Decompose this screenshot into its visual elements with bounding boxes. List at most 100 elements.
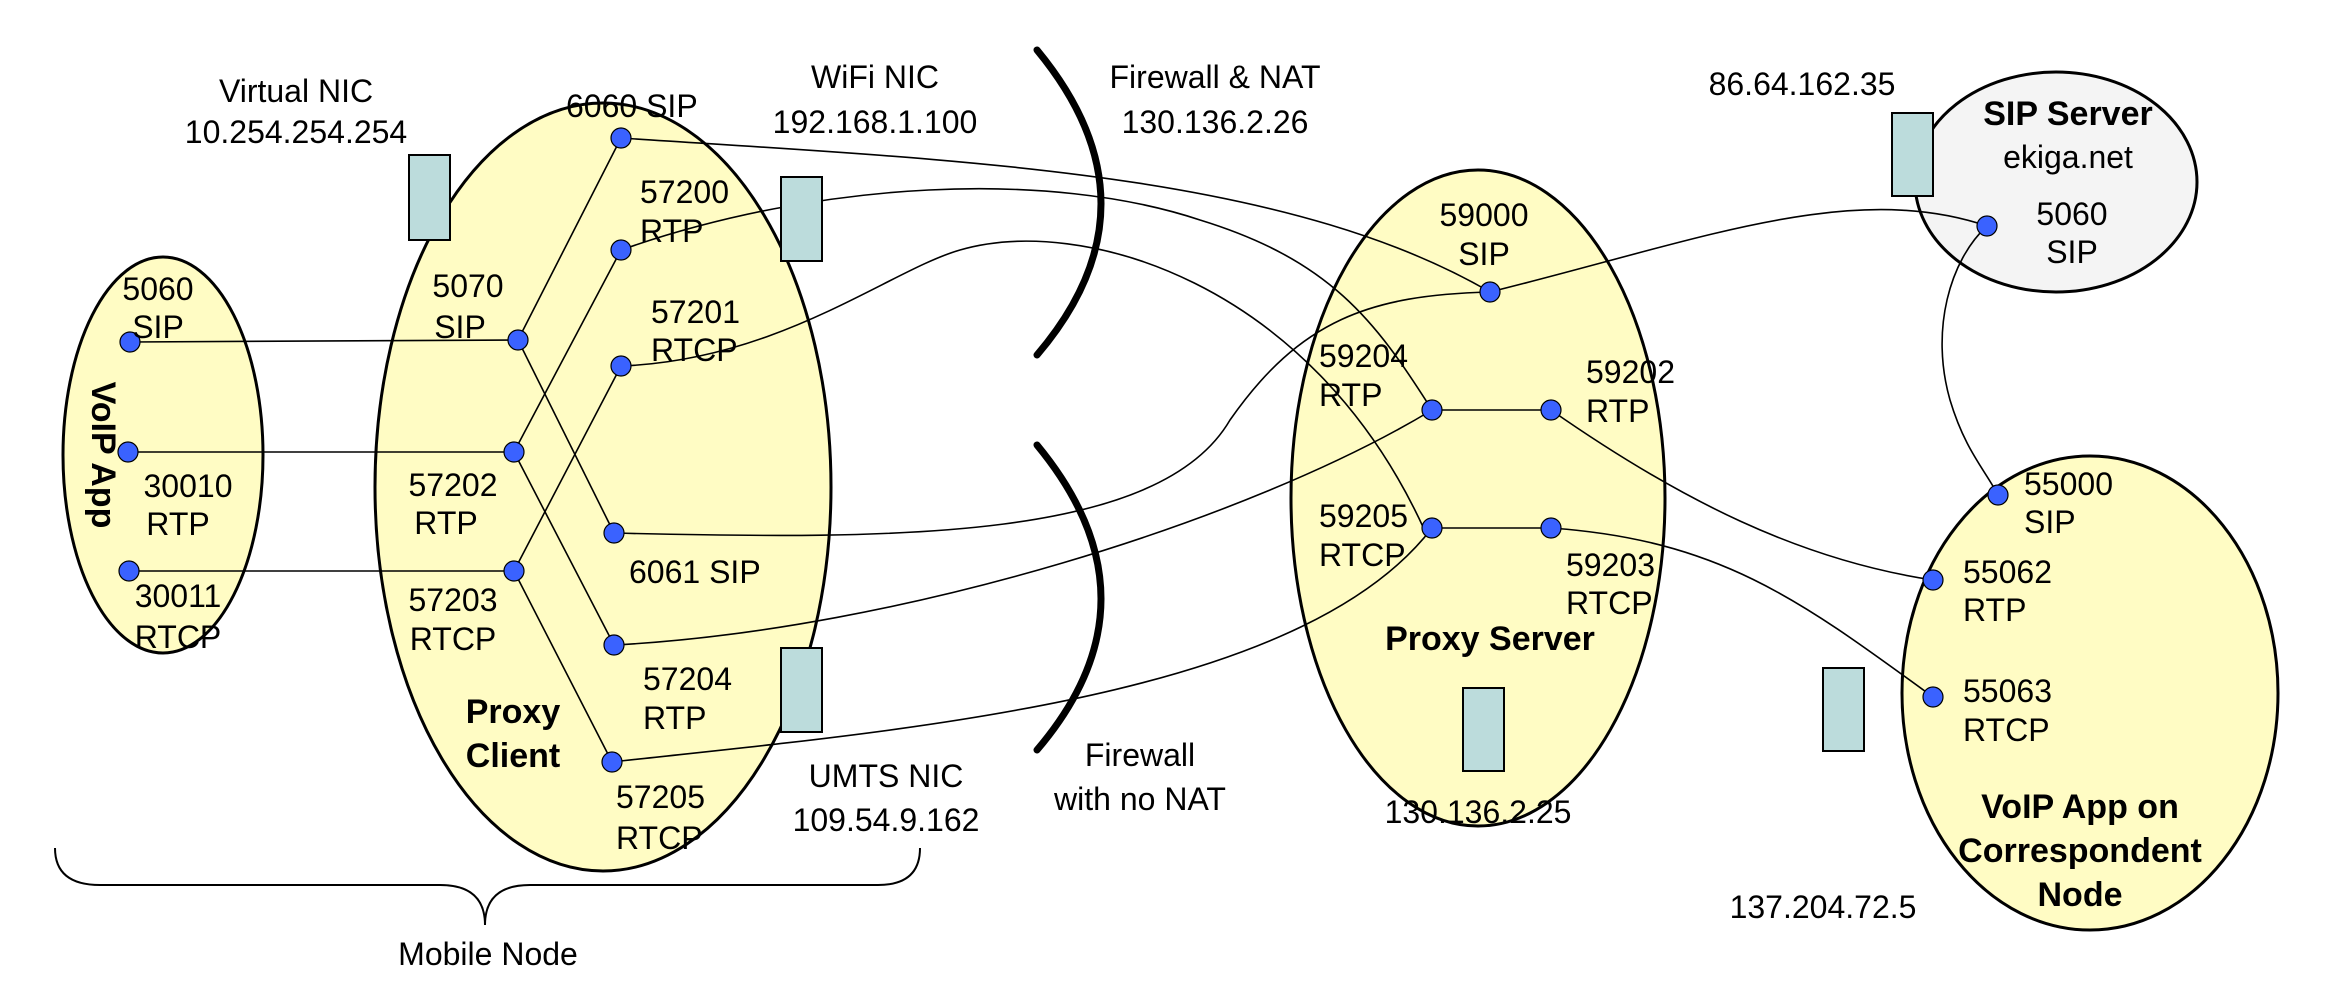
mobile-node-label: Mobile Node bbox=[398, 936, 578, 972]
umts-nic-box bbox=[780, 647, 823, 733]
firewall-nat-label: Firewall & NAT bbox=[1110, 59, 1321, 95]
sip-server-nic-box bbox=[1891, 112, 1934, 197]
port-dot-cn-55000 bbox=[1987, 484, 2009, 506]
port-label-cn-55000-num: 55000 bbox=[2024, 466, 2113, 502]
port-dot-ps-59203 bbox=[1540, 517, 1562, 539]
proxy-client-title-line1: Proxy bbox=[466, 693, 561, 731]
port-label-app-rtcp-proto: RTCP bbox=[135, 619, 222, 655]
proxy-client-ellipse bbox=[373, 101, 833, 873]
long-haul-links bbox=[611, 137, 1999, 763]
port-label-cn-55000-proto: SIP bbox=[2024, 504, 2076, 540]
wifi-nic-box bbox=[780, 176, 823, 262]
port-dot-pc-6061 bbox=[603, 522, 625, 544]
port-dot-pc-57205 bbox=[601, 751, 623, 773]
port-label-pc-rtp-proto: RTP bbox=[414, 505, 477, 541]
port-label-ps-59000-proto: SIP bbox=[1458, 236, 1510, 272]
umts-nic-ip: 109.54.9.162 bbox=[793, 802, 980, 838]
correspondent-ip: 137.204.72.5 bbox=[1730, 889, 1917, 925]
port-label-pc-57204-num: 57204 bbox=[643, 661, 732, 697]
port-label-pc-57200-proto: RTP bbox=[640, 213, 703, 249]
port-dot-cn-55062 bbox=[1922, 569, 1944, 591]
port-label-app-rtp-num: 30010 bbox=[144, 468, 233, 504]
port-label-ps-59205-proto: RTCP bbox=[1319, 537, 1406, 573]
proxy-server-title: Proxy Server bbox=[1385, 620, 1595, 658]
port-label-ps-59203-proto: RTCP bbox=[1566, 585, 1653, 621]
port-label-ps-59204-proto: RTP bbox=[1319, 377, 1382, 413]
port-label-pc-sip-num: 5070 bbox=[432, 268, 503, 304]
correspondent-title-line2: Correspondent bbox=[1958, 832, 2202, 870]
port-label-pc-rtp-num: 57202 bbox=[409, 467, 498, 503]
virtual-nic-box bbox=[408, 154, 451, 241]
proxy-client-internal-links bbox=[513, 137, 622, 763]
app-to-client-links bbox=[128, 339, 519, 572]
port-dot-pc-sip bbox=[507, 329, 529, 351]
voip-app-ellipse bbox=[61, 255, 265, 655]
port-dot-sip-5060 bbox=[1976, 215, 1998, 237]
wifi-nic-ip: 192.168.1.100 bbox=[773, 104, 978, 140]
port-label-pc-57204-proto: RTP bbox=[643, 700, 706, 736]
firewall-nat-ip: 130.136.2.26 bbox=[1122, 104, 1309, 140]
sip-server-title: SIP Server bbox=[1983, 95, 2153, 133]
correspondent-title-line1: VoIP App on bbox=[1981, 788, 2179, 826]
port-dot-app-rtcp bbox=[118, 560, 140, 582]
port-label-pc-6060: 6060 SIP bbox=[566, 88, 698, 124]
proxy-server-nic-box bbox=[1462, 687, 1505, 772]
port-label-pc-57205-num: 57205 bbox=[616, 779, 705, 815]
mobile-node-brace bbox=[54, 847, 921, 926]
firewall-no-nat-arc bbox=[1033, 441, 1105, 754]
port-dot-ps-59204 bbox=[1421, 399, 1443, 421]
port-label-cn-55063-proto: RTCP bbox=[1963, 712, 2050, 748]
sip-server-ip: 86.64.162.35 bbox=[1709, 66, 1896, 102]
port-label-pc-57201-num: 57201 bbox=[651, 294, 740, 330]
port-label-ps-59202-proto: RTP bbox=[1586, 393, 1649, 429]
port-dot-pc-rtp bbox=[503, 441, 525, 463]
port-dot-ps-59202 bbox=[1540, 399, 1562, 421]
port-label-pc-57201-proto: RTCP bbox=[651, 332, 738, 368]
correspondent-node-ellipse bbox=[1900, 454, 2280, 932]
port-dot-pc-57204 bbox=[603, 634, 625, 656]
port-label-sip-5060-proto: SIP bbox=[2046, 234, 2098, 270]
port-label-ps-59205-num: 59205 bbox=[1319, 498, 1408, 534]
port-label-ps-59204-num: 59204 bbox=[1319, 338, 1408, 374]
proxy-client-title-line2: Client bbox=[466, 737, 560, 775]
port-label-sip-5060-num: 5060 bbox=[2036, 196, 2107, 232]
port-dot-pc-57200 bbox=[610, 239, 632, 261]
port-label-app-rtcp-num: 30011 bbox=[135, 578, 222, 614]
port-label-app-sip-proto: SIP bbox=[132, 309, 184, 345]
port-label-ps-59202-num: 59202 bbox=[1586, 354, 1675, 390]
firewall-no-nat-label-line1: Firewall bbox=[1085, 737, 1195, 773]
port-dot-ps-59000 bbox=[1479, 281, 1501, 303]
voip-app-title: VoIP App bbox=[84, 382, 122, 529]
port-label-cn-55062-num: 55062 bbox=[1963, 554, 2052, 590]
port-label-pc-rtcp-proto: RTCP bbox=[410, 621, 497, 657]
port-dot-ps-59205 bbox=[1421, 517, 1443, 539]
port-dot-app-sip bbox=[119, 331, 141, 353]
port-dots bbox=[117, 127, 2009, 773]
port-dot-pc-57201 bbox=[610, 355, 632, 377]
port-dot-cn-55063 bbox=[1922, 686, 1944, 708]
port-label-cn-55062-proto: RTP bbox=[1963, 592, 2026, 628]
port-dot-app-rtp bbox=[117, 441, 139, 463]
port-label-ps-59203-num: 59203 bbox=[1566, 547, 1655, 583]
port-label-pc-rtcp-num: 57203 bbox=[409, 582, 498, 618]
port-dot-pc-6060 bbox=[610, 127, 632, 149]
firewall-nat-arc bbox=[1033, 46, 1105, 359]
port-label-pc-57205-proto: RTCP bbox=[616, 820, 703, 856]
umts-nic-label: UMTS NIC bbox=[809, 758, 964, 794]
port-label-pc-sip-proto: SIP bbox=[434, 309, 486, 345]
proxy-server-ip: 130.136.2.25 bbox=[1385, 794, 1572, 830]
firewall-no-nat-label-line2: with no NAT bbox=[1053, 781, 1226, 817]
port-label-pc-6061: 6061 SIP bbox=[629, 554, 761, 590]
port-label-app-rtp-proto: RTP bbox=[146, 506, 209, 542]
wifi-nic-label: WiFi NIC bbox=[811, 59, 939, 95]
port-label-ps-59000-num: 59000 bbox=[1440, 197, 1529, 233]
correspondent-title-line3: Node bbox=[2038, 876, 2123, 914]
sip-server-domain: ekiga.net bbox=[2003, 139, 2133, 175]
port-dot-pc-rtcp bbox=[503, 560, 525, 582]
port-label-pc-57200-num: 57200 bbox=[640, 174, 729, 210]
port-label-app-sip-num: 5060 bbox=[122, 271, 193, 307]
virtual-nic-ip: 10.254.254.254 bbox=[185, 114, 407, 150]
correspondent-nic-box bbox=[1822, 667, 1865, 752]
